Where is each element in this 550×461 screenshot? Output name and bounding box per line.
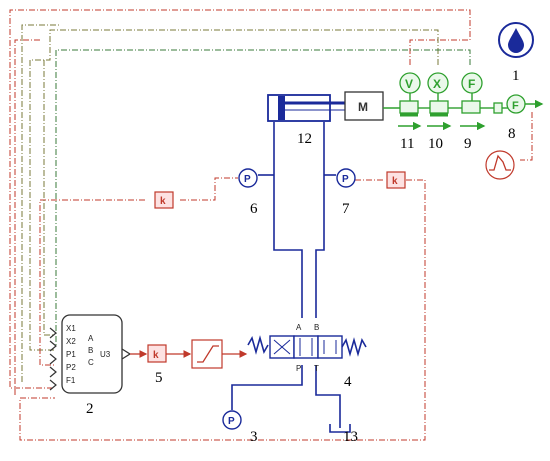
mass-block: M (344, 91, 400, 121)
label-5: 5 (155, 370, 163, 386)
gain-block-icon: k (392, 176, 398, 187)
port-f1: F1 (66, 376, 76, 385)
gain-block-5: k 5 (147, 344, 167, 386)
waveform-source-icon (489, 154, 511, 171)
pressure-gauge-icon: P (342, 174, 349, 185)
hydraulic-lines (231, 122, 341, 428)
hydraulic-reference: 1 (498, 22, 534, 84)
port-a: A (88, 334, 94, 343)
gain-block-feedback-right: k (386, 171, 406, 189)
force-source-8: F 8 (506, 94, 544, 142)
valve-port-t: T (314, 364, 319, 373)
displacement-icon: X (433, 77, 441, 91)
velocity-sensor-11: V 11 (398, 72, 422, 152)
port-p1: P1 (66, 350, 76, 359)
label-13: 13 (343, 429, 358, 445)
port-x1: X1 (66, 324, 76, 333)
pressure-source-icon: P (228, 416, 235, 427)
servo-valve-4: A B P T 4 (247, 323, 367, 390)
tank-13: 13 (329, 424, 358, 445)
pressure-source-3: P 3 (222, 410, 258, 445)
pressure-sensor-6: P 6 (238, 168, 258, 217)
gain-block-icon: k (160, 196, 166, 207)
label-12: 12 (297, 131, 312, 147)
saturation-block (191, 339, 223, 369)
label-9: 9 (464, 136, 472, 152)
label-4: 4 (344, 374, 352, 390)
gain-block-feedback-left: k (154, 191, 174, 209)
port-p2: P2 (66, 363, 76, 372)
force-source-icon: F (512, 100, 519, 112)
port-c: C (88, 358, 94, 367)
force-sensor-9: F 9 (460, 72, 486, 152)
label-11: 11 (400, 136, 414, 152)
waveform-source (485, 150, 515, 180)
controller-inputs (49, 327, 57, 391)
label-1: 1 (512, 68, 520, 84)
signal-lines (9, 9, 533, 441)
port-x2: X2 (66, 337, 76, 346)
controller-u3: X1 X2 P1 P2 F1 A B C U3 2 (61, 314, 132, 417)
velocity-icon: V (405, 77, 413, 91)
hydraulic-cylinder: 12 (267, 94, 345, 147)
label-6: 6 (250, 201, 258, 217)
valve-port-b: B (314, 323, 319, 332)
label-10: 10 (428, 136, 443, 152)
label-7: 7 (342, 201, 350, 217)
pressure-sensor-7: P 7 (336, 168, 356, 217)
drop-icon (508, 28, 524, 53)
pressure-gauge-icon: P (244, 174, 251, 185)
displacement-sensor-10: X 10 (427, 72, 452, 152)
valve-port-p: P (296, 364, 301, 373)
mass-label: M (358, 100, 368, 114)
valve-port-a: A (296, 323, 302, 332)
controller-name: U3 (100, 350, 111, 359)
label-2: 2 (86, 401, 94, 417)
saturation-icon (197, 345, 219, 363)
port-b: B (88, 346, 93, 355)
label-8: 8 (508, 126, 516, 142)
label-3: 3 (250, 429, 258, 445)
gain-block-icon: k (153, 350, 159, 361)
force-icon: F (468, 77, 475, 91)
